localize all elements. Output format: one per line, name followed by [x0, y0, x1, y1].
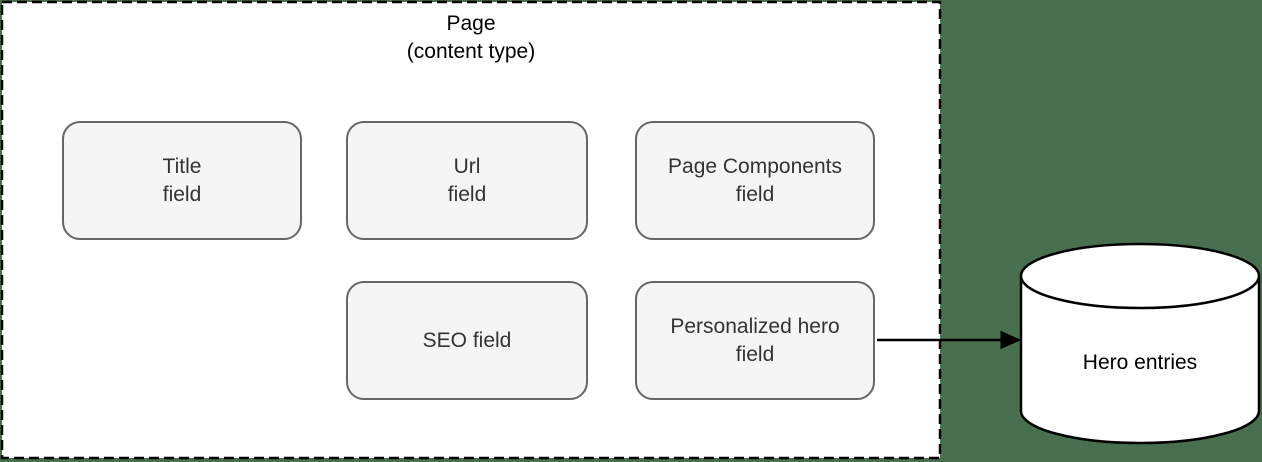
- node-label: SEO field: [422, 328, 512, 352]
- node-label: Title: [162, 154, 202, 178]
- database-cylinder: [1019, 242, 1261, 445]
- database-label: Hero entries: [1082, 351, 1198, 374]
- node-url-field: Url field: [346, 121, 588, 240]
- node-label: Personalized hero: [670, 314, 840, 338]
- node-page-components-field: Page Components field: [635, 121, 875, 240]
- node-label: field: [447, 182, 487, 206]
- page-title-line2: (content type): [406, 40, 536, 63]
- node-title-field: Title field: [62, 121, 302, 240]
- node-seo-field: SEO field: [346, 281, 588, 400]
- page-title: Page (content type): [1, 10, 941, 66]
- arrow-personalized-hero-to-hero-entries: [877, 330, 1022, 350]
- node-label: field: [162, 182, 202, 206]
- node-label: field: [735, 182, 775, 206]
- page-title-line1: Page: [446, 12, 496, 35]
- node-label: field: [735, 342, 775, 366]
- node-personalized-hero-field: Personalized hero field: [635, 281, 875, 400]
- node-label: Page Components: [668, 154, 842, 178]
- node-label: Url: [453, 154, 481, 178]
